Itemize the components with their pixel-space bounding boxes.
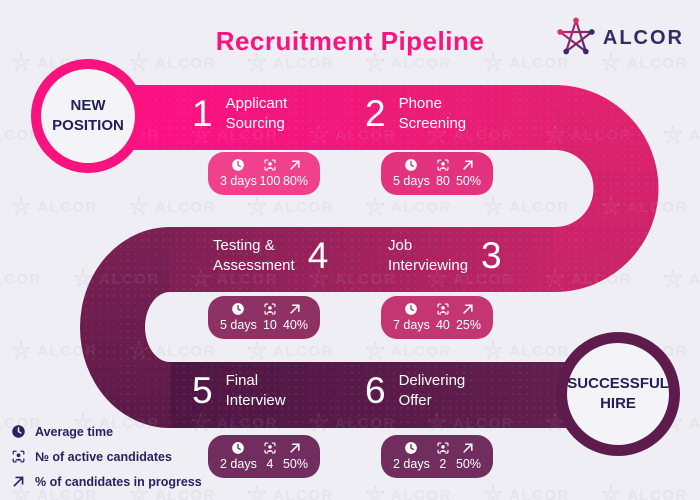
stage-3-time: 7 days	[393, 318, 430, 332]
page-title: Recruitment Pipeline	[215, 26, 485, 56]
stage-4-metrics: 5 days 10 40%	[208, 296, 320, 339]
stage-6: 6 Delivering Offer	[365, 371, 465, 410]
stage-2-label: Phone Screening	[398, 95, 467, 132]
candidates-icon	[263, 441, 277, 455]
stage-6-time: 2 days	[393, 457, 430, 471]
legend-item-candidates: № of active candidates	[11, 449, 202, 464]
stage-5-metrics: 2 days 4 50%	[208, 435, 320, 478]
stage-2-time: 5 days	[393, 174, 430, 188]
brand-name: ALCOR	[602, 26, 684, 49]
stage-1-label: Applicant Sourcing	[225, 95, 288, 132]
stage-1-metrics: 3 days 100 80%	[208, 152, 320, 195]
stage-5: 5 Final Interview	[192, 371, 286, 410]
stage-4: Testing & Assessment 4	[213, 236, 328, 275]
stage-6-metrics: 2 days 2 50%	[381, 435, 493, 478]
stage-4-candidates: 10	[262, 318, 277, 332]
stage-4-progress: 40%	[282, 318, 308, 332]
stage-2-candidates: 80	[435, 174, 450, 188]
clock-icon	[231, 302, 245, 316]
progress-icon	[11, 474, 26, 489]
clock-icon	[404, 302, 418, 316]
stage-5-time: 2 days	[220, 457, 257, 471]
stage-3: Job Interviewing 3	[388, 236, 502, 275]
legend: Average time № of active candidates % of…	[11, 424, 202, 489]
stage-3-number: 3	[481, 235, 502, 276]
stage-4-label: Testing & Assessment	[213, 237, 295, 274]
progress-icon	[288, 158, 302, 172]
brand-logo: ALCOR	[556, 16, 684, 60]
legend-label: Average time	[35, 424, 114, 439]
stage-1-number: 1	[192, 93, 213, 134]
clock-icon	[404, 441, 418, 455]
end-node: SUCCESSFUL HIRE	[556, 332, 680, 456]
candidates-icon	[436, 302, 450, 316]
clock-icon	[11, 424, 26, 439]
stage-1: 1 Applicant Sourcing	[192, 94, 287, 133]
stage-4-time: 5 days	[220, 318, 257, 332]
stage-6-number: 6	[365, 370, 386, 411]
stage-6-candidates: 2	[439, 457, 447, 471]
clock-icon	[231, 158, 245, 172]
stage-2-metrics: 5 days 80 50%	[381, 152, 493, 195]
stage-3-metrics: 7 days 40 25%	[381, 296, 493, 339]
alcor-star-icon	[556, 16, 595, 55]
stage-5-progress: 50%	[282, 457, 308, 471]
legend-item-time: Average time	[11, 424, 202, 439]
stage-4-number: 4	[307, 235, 329, 276]
end-node-label: SUCCESSFUL HIRE	[567, 374, 669, 412]
progress-icon	[461, 441, 475, 455]
stage-3-progress: 25%	[455, 318, 481, 332]
start-node: NEW POSITION	[31, 59, 145, 173]
candidates-icon	[436, 441, 450, 455]
start-node-label: NEW POSITION	[52, 96, 124, 134]
stage-5-number: 5	[192, 370, 213, 411]
stage-3-label: Job Interviewing	[388, 237, 469, 274]
stage-6-label: Delivering Offer	[398, 372, 466, 409]
legend-label: % of candidates in progress	[35, 474, 202, 489]
stage-2-number: 2	[365, 93, 386, 134]
stage-2: 2 Phone Screening	[365, 94, 466, 133]
progress-icon	[288, 441, 302, 455]
progress-icon	[288, 302, 302, 316]
legend-label: № of active candidates	[35, 449, 172, 464]
stage-3-candidates: 40	[435, 318, 450, 332]
candidates-icon	[436, 158, 450, 172]
candidates-icon	[11, 449, 26, 464]
progress-icon	[461, 302, 475, 316]
stage-1-time: 3 days	[220, 174, 257, 188]
candidates-icon	[263, 302, 277, 316]
clock-icon	[231, 441, 245, 455]
legend-item-progress: % of candidates in progress	[11, 474, 202, 489]
progress-icon	[461, 158, 475, 172]
stage-6-progress: 50%	[455, 457, 481, 471]
stage-2-progress: 50%	[455, 174, 481, 188]
stage-1-progress: 80%	[282, 174, 308, 188]
stage-1-candidates: 100	[259, 174, 281, 188]
stage-5-candidates: 4	[266, 457, 274, 471]
candidates-icon	[263, 158, 277, 172]
stage-5-label: Final Interview	[225, 372, 286, 409]
clock-icon	[404, 158, 418, 172]
